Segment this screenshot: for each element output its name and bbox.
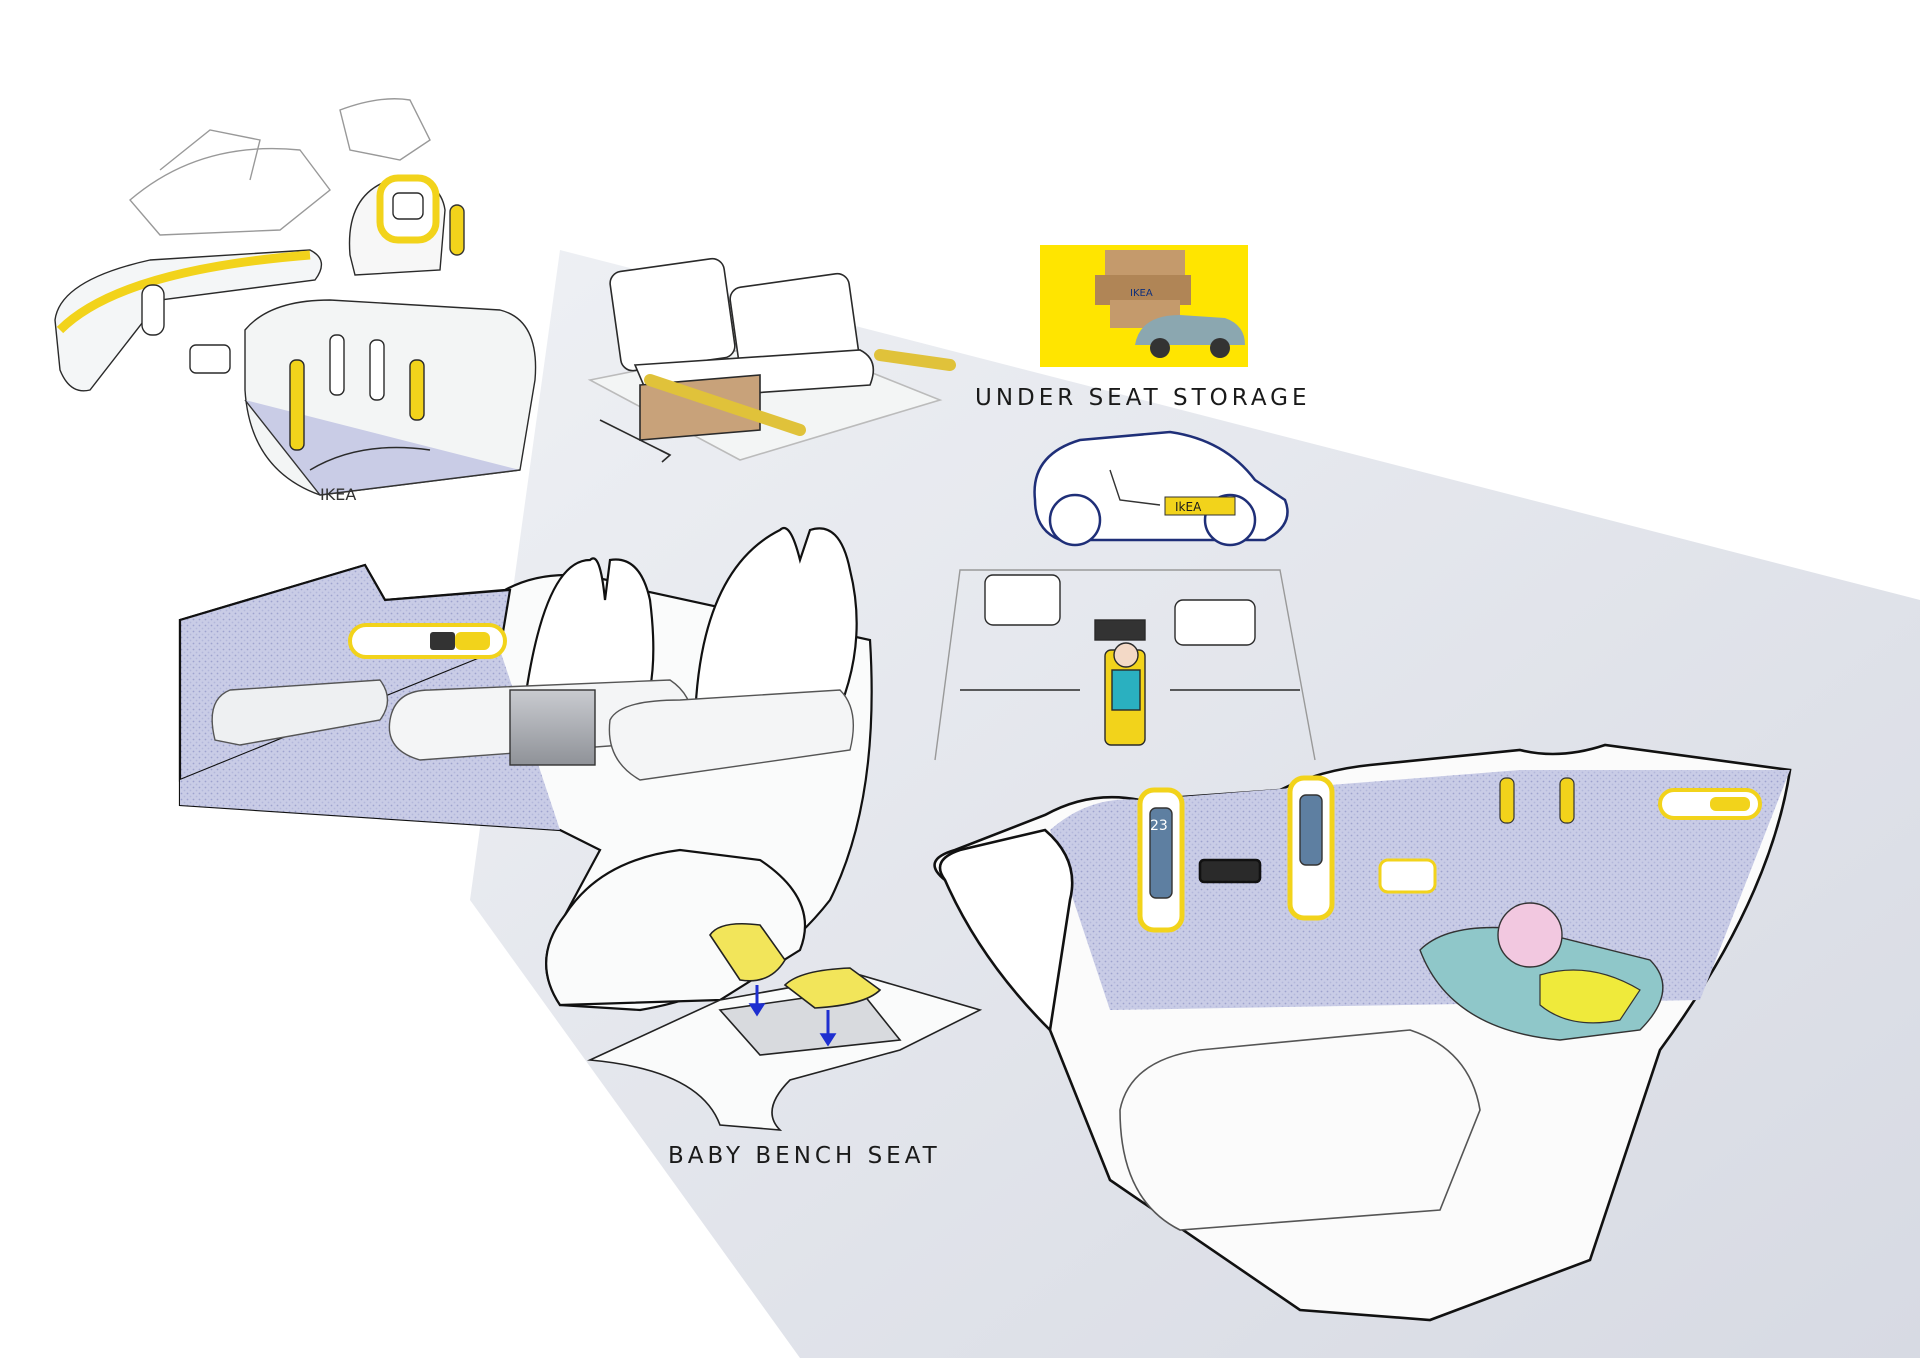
- handwritten-brand: IKEA: [320, 485, 356, 504]
- panel-display-number: 23: [1150, 818, 1168, 834]
- left-cabin-sketch: [178, 527, 873, 1012]
- storage-reference-photo: IKEA: [1040, 245, 1248, 367]
- baby-bench-seat-label: BABY BENCH SEAT: [668, 1143, 941, 1169]
- top-left-sketches: IKEA: [54, 98, 537, 504]
- child-seat-interior-sketch: [934, 569, 1316, 761]
- under-seat-storage-label: UNDER SEAT STORAGE: [975, 385, 1311, 411]
- box-brand-label: IKEA: [1130, 288, 1153, 299]
- car-brand-label: IkEA: [1175, 500, 1202, 514]
- baby-bench-seat-sketch: [586, 922, 983, 1131]
- under-seat-storage-sketch: [587, 257, 956, 463]
- right-cabin-sketch: 23: [933, 743, 1792, 1322]
- compact-car-sketch: IkEA: [1033, 430, 1289, 547]
